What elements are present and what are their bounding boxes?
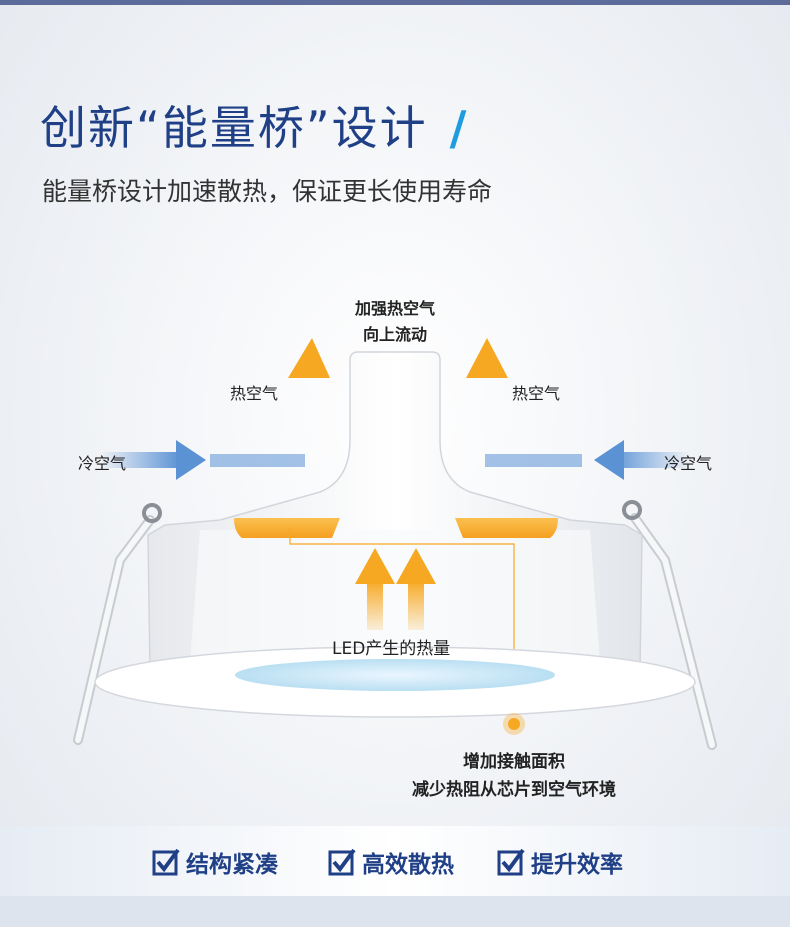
heat-pad-left <box>234 518 340 538</box>
cold-air-label-right: 冷空气 <box>664 454 713 473</box>
title-slash: / <box>449 101 469 155</box>
hot-air-label-left: 热空气 <box>230 384 279 403</box>
feature-cooling: 高效散热 <box>328 845 454 879</box>
spring-clip-right <box>622 500 717 750</box>
feature-efficiency: 提升效率 <box>497 845 623 879</box>
contact-point-marker <box>503 713 525 735</box>
hot-air-arrow-right <box>466 338 508 468</box>
checkbox-checked-icon <box>152 848 180 876</box>
spring-clip-left <box>73 503 162 745</box>
feature-efficiency-label: 提升效率 <box>531 852 623 878</box>
checkbox-checked-icon <box>497 848 525 876</box>
checkbox-checked-icon <box>328 848 356 876</box>
cold-air-label-left: 冷空气 <box>78 454 127 473</box>
cold-air-flow-left <box>210 454 305 467</box>
contact-area-label: 增加接触面积 减少热阻从芯片到空气环境 <box>400 748 628 804</box>
led-heat-arrow-right <box>396 548 436 630</box>
hot-air-label-right: 热空气 <box>512 384 561 403</box>
cold-air-flow-right <box>485 454 582 467</box>
cold-air-arrow-right <box>594 440 690 480</box>
contact-leader-line <box>289 528 515 700</box>
top-airflow-label-line1: 加强热空气 <box>354 299 435 318</box>
feature-compact-label: 结构紧凑 <box>186 852 278 878</box>
page-subtitle: 能量桥设计加速散热，保证更长使用寿命 <box>42 177 493 206</box>
feature-cooling-label: 高效散热 <box>362 852 454 878</box>
led-heat-label: LED产生的热量 <box>332 639 451 659</box>
contact-area-label-line1: 增加接触面积 <box>463 752 565 772</box>
hot-air-arrow-left <box>288 338 330 468</box>
feature-bar <box>0 826 790 896</box>
top-airflow-label: 加强热空气 向上流动 <box>343 296 447 348</box>
cold-air-arrow-left <box>100 440 206 480</box>
led-board <box>235 659 555 691</box>
heat-pad-right <box>455 518 558 538</box>
feature-bar-footer <box>0 896 790 927</box>
feature-compact: 结构紧凑 <box>152 845 278 879</box>
led-heat-arrow-left <box>355 548 395 630</box>
lamp-housing <box>147 351 643 673</box>
top-airflow-label-line2: 向上流动 <box>362 325 427 344</box>
title-text: 创新“能量桥”设计 <box>40 101 428 155</box>
contact-area-label-line2: 减少热阻从芯片到空气环境 <box>412 780 616 800</box>
page-title: 创新“能量桥”设计 / <box>40 92 468 158</box>
top-border <box>0 0 790 5</box>
